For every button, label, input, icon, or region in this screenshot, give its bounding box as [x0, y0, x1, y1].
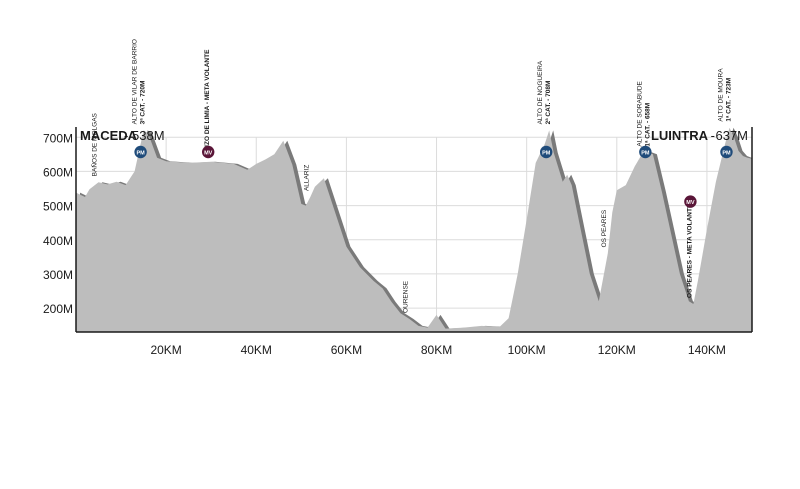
badge-label: PM — [722, 150, 731, 156]
waypoint-name: OS PEARES - META VOLANTE — [686, 203, 693, 298]
profile-area-layer — [76, 127, 752, 332]
y-tick-label: 500M — [43, 200, 73, 214]
intermediate-sprint-badge — [684, 195, 697, 208]
mountain-prize-badge — [720, 145, 733, 159]
x-tick-label: 40KM — [241, 343, 272, 357]
mountain-prize-badge — [639, 145, 652, 159]
y-tick-label: 400M — [43, 234, 73, 248]
waypoint-category: 1ª CAT. - 658M — [644, 103, 651, 147]
badge-label: PM — [641, 150, 650, 156]
waypoint-name: BAÑOS DE MOLGAS — [90, 112, 99, 176]
y-tick-label: 200M — [43, 302, 73, 316]
profile-area — [76, 127, 752, 332]
badge-label: PM — [542, 150, 551, 156]
y-axis-ticks: 200M 300M 400M 500M 600M 700M — [43, 131, 73, 316]
waypoint-3: ALLARIZ — [303, 165, 310, 191]
x-tick-label: 100KM — [508, 343, 546, 357]
start-altitude: 538M — [132, 128, 165, 143]
waypoint-name: ALTO DE SORABUDE — [636, 80, 643, 146]
y-tick-label: 300M — [43, 268, 73, 282]
badge-label: MV — [686, 200, 695, 206]
badge-label: MV — [204, 150, 213, 156]
header-labels: MACEDA - 538M 637M - LUINTRA — [80, 128, 748, 143]
start-separator: - — [124, 128, 128, 143]
x-tick-label: 20KM — [150, 343, 181, 357]
mountain-prize-badge — [540, 145, 553, 159]
waypoint-0: BAÑOS DE MOLGAS — [90, 112, 99, 176]
finish-altitude: 637M — [715, 128, 748, 143]
x-tick-label: 80KM — [421, 343, 452, 357]
y-tick-label: 600M — [43, 165, 73, 179]
x-tick-label: 120KM — [598, 343, 636, 357]
finish-name: LUINTRA — [651, 128, 709, 143]
finish-separator: - — [711, 128, 715, 143]
mountain-prize-badge — [134, 145, 147, 159]
waypoint-name: ALLARIZ — [303, 165, 310, 191]
x-tick-label: 140KM — [688, 343, 726, 357]
intermediate-sprint-badge — [202, 145, 215, 159]
chart-frame — [75, 127, 753, 333]
x-axis-ticks: 20KM 40KM 60KM 80KM 100KM 120KM 140KM — [150, 343, 725, 357]
waypoint-name: ALTO DE MOURA — [717, 68, 724, 122]
waypoint-name: OURENSE — [402, 280, 409, 313]
start-name: MACEDA — [80, 128, 138, 143]
y-tick-label: 700M — [43, 131, 73, 145]
waypoint-category: 3ª CAT. - 720M — [140, 81, 147, 125]
waypoint-name: XINZO DE LIMIA - META VOLANTE — [204, 49, 211, 156]
waypoint-category: 1ª CAT. - 723M — [725, 78, 732, 122]
waypoint-4: OURENSE — [402, 280, 409, 313]
waypoint-name: ALTO DE VILAR DE BARRIO — [132, 39, 139, 124]
waypoint-name: OS PEARES — [601, 209, 608, 247]
waypoint-6: OS PEARES — [601, 209, 608, 247]
waypoint-category: 2ª CAT. - 708M — [545, 81, 552, 125]
waypoint-name: ALTO DE NOGUEIRA — [537, 60, 544, 124]
x-tick-label: 60KM — [331, 343, 362, 357]
badge-label: PM — [136, 150, 145, 156]
